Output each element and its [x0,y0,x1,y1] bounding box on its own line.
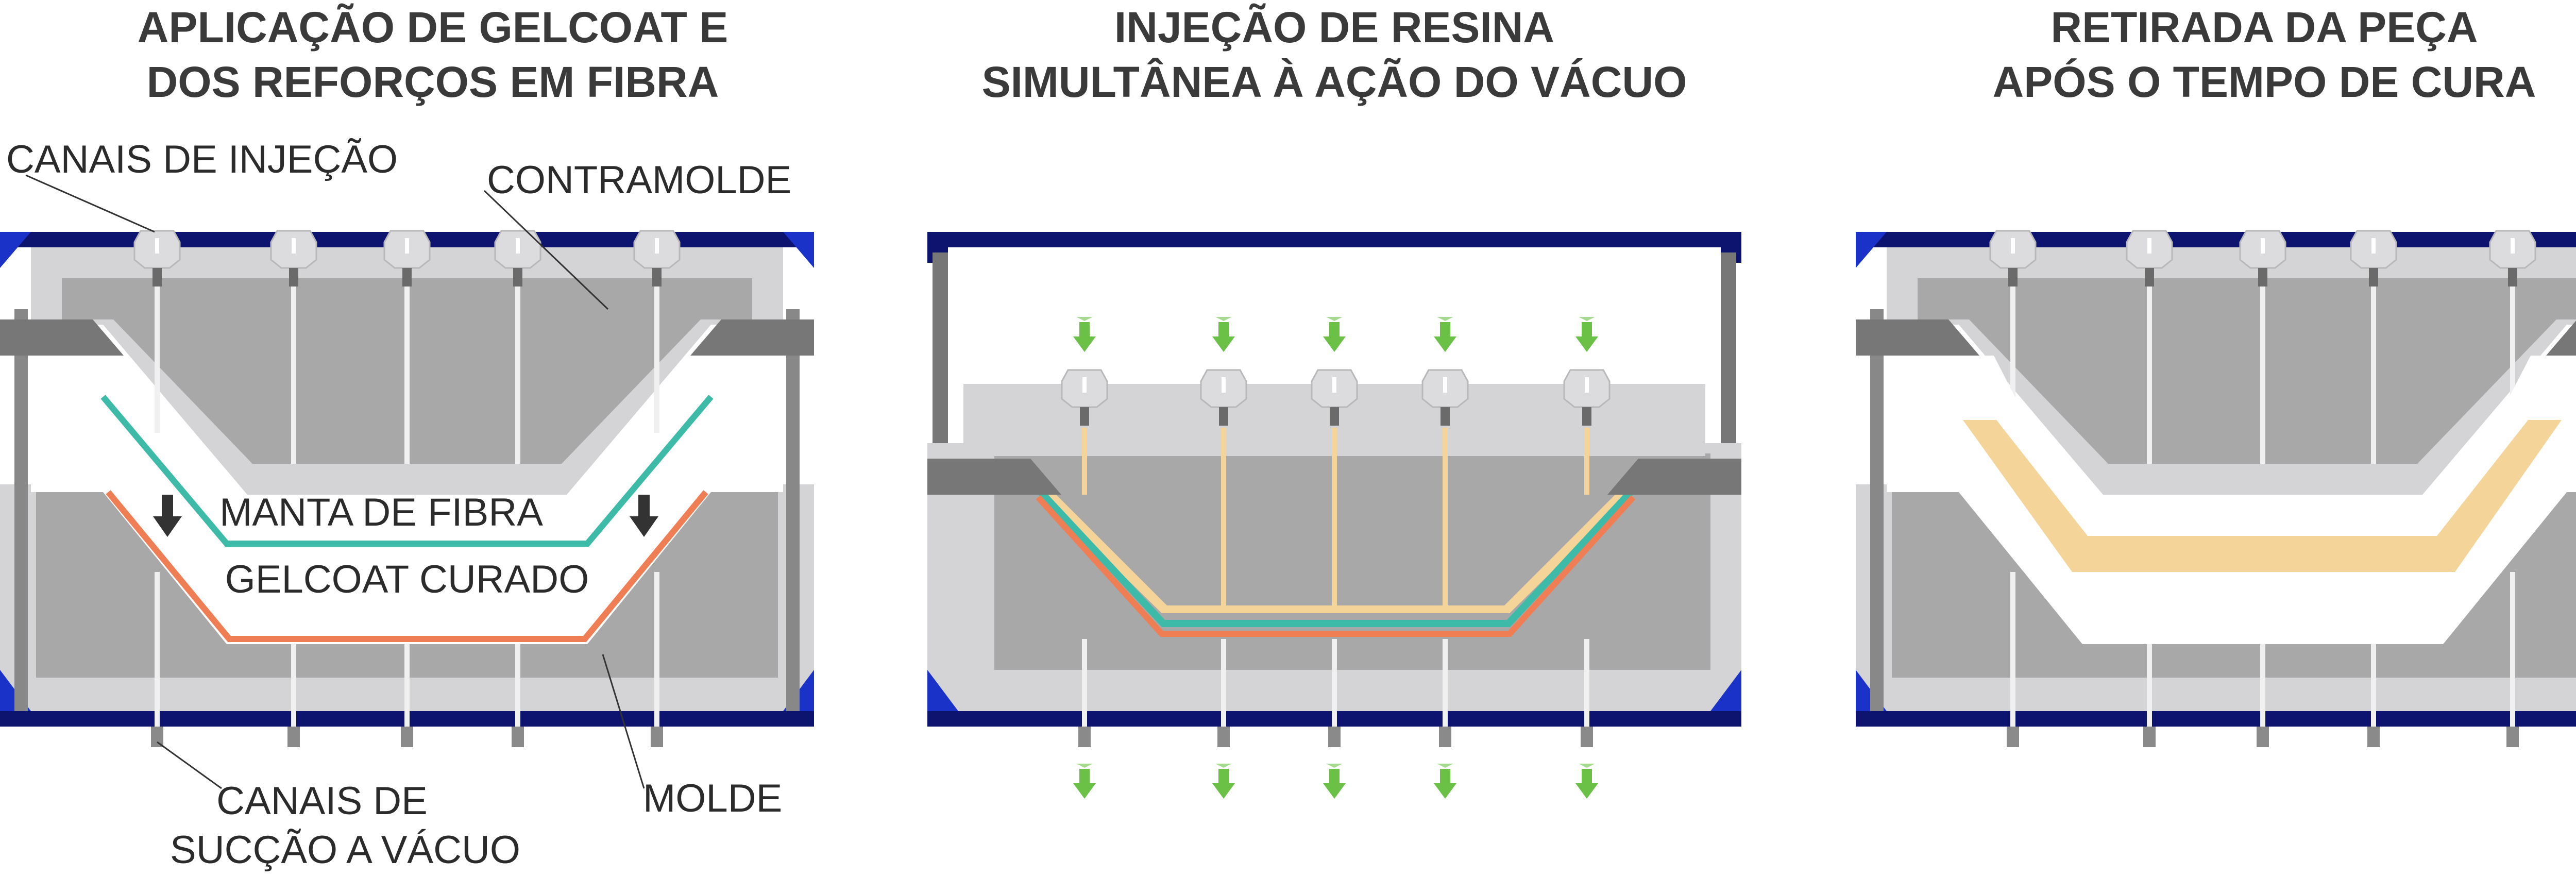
panel-1: APLICAÇÃO DE GELCOAT E DOS REFORÇOS EM F… [0,3,814,872]
label-cured-gelcoat: GELCOAT CURADO [225,558,589,601]
panel-2-resin-fill [1036,490,1636,637]
panel-1-title-line-2: DOS REFORÇOS EM FIBRA [147,58,719,106]
panel-1-title-line-1: APLICAÇÃO DE GELCOAT E [138,3,728,52]
panel-3-title-line-1: RETIRADA DA PEÇA [2050,3,2478,52]
label-counter-mold: CONTRAMOLDE [487,158,791,202]
panel-1-gelcoat-layer [106,490,708,642]
label-vacuum-channels-line-2: SUCÇÃO A VÁCUO [170,828,520,872]
label-vacuum-channels-line-1: CANAIS DE [216,779,428,823]
label-mold: MOLDE [643,777,782,820]
panel-2-title-line-1: INJEÇÃO DE RESINA [1114,3,1554,52]
panel-2-title-line-2: SIMULTÂNEA À AÇÃO DO VÁCUO [982,58,1687,106]
panel-3-cured-part [1963,420,2562,572]
panel-2-resin-inflow-arrows [1073,317,1598,352]
label-injection-channels: CANAIS DE INJEÇÃO [6,138,398,181]
panel-1-counter-mold [0,230,814,495]
panel-3-title-line-2: APÓS O TEMPO DE CURA [1993,58,2536,106]
panel-2: INJEÇÃO DE RESINA SIMULTÂNEA À AÇÃO DO V… [927,3,1741,799]
panel-3: RETIRADA DA PEÇA APÓS O TEMPO DE CURA [1856,3,2576,747]
panel-1-fiber-mat-layer [100,395,714,547]
panel-2-vacuum-outflow-arrows [1073,764,1598,799]
label-fiber-mat: MANTA DE FIBRA [219,491,543,534]
panel-2-resin-lines [1082,428,1589,608]
